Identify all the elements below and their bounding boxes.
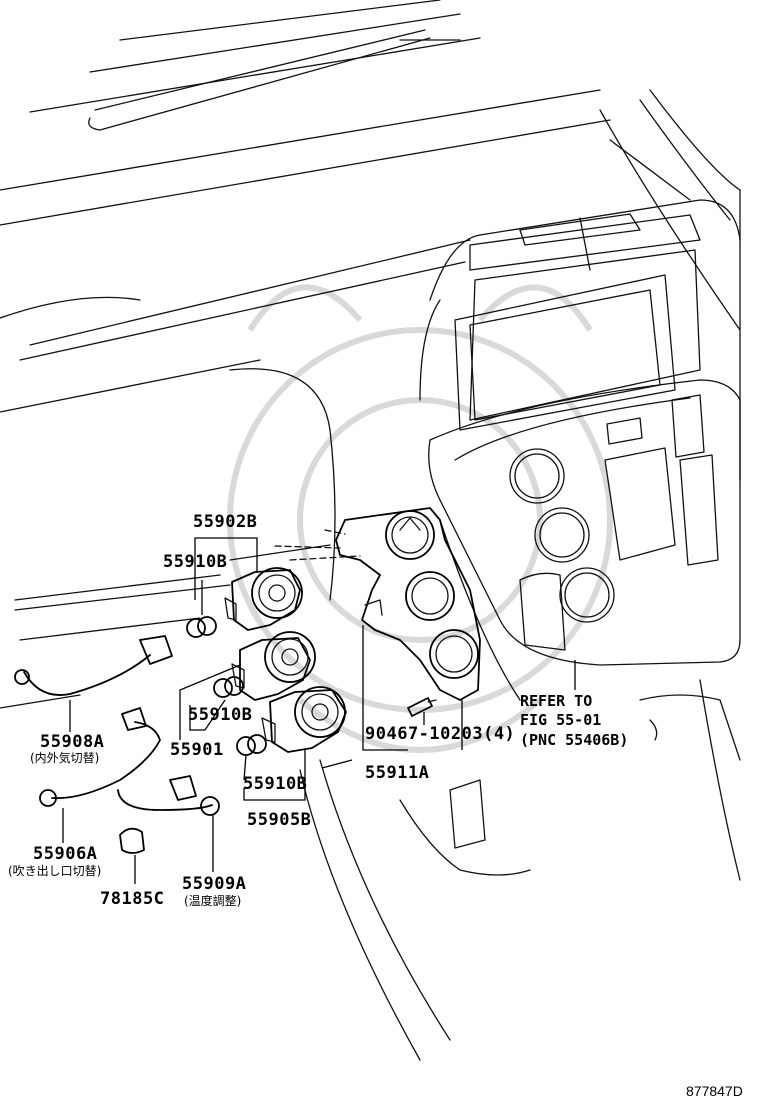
bulb-55910b-1	[186, 616, 217, 638]
label-78185c: 78185C	[100, 889, 165, 909]
knob-module-top	[224, 567, 303, 631]
watermark	[227, 284, 613, 753]
label-55909a-note: (温度調整)	[184, 894, 242, 908]
refer-line-2: FIG 55-01	[520, 711, 602, 729]
guide-lines	[274, 529, 361, 561]
clip-90467	[407, 697, 437, 717]
label-55909a: 55909A	[182, 874, 247, 894]
label-55902b: 55902B	[193, 512, 258, 532]
label-55901: 55901	[170, 740, 224, 760]
cable-55906a	[39, 707, 161, 807]
label-55910b-upper: 55910B	[163, 552, 228, 572]
figure-code: 877847D	[686, 1083, 743, 1099]
label-55906a: 55906A	[33, 844, 98, 864]
control-panel-55911a	[335, 507, 481, 701]
knob-module-bottom	[261, 686, 347, 753]
leader-lines	[62, 537, 576, 884]
bulb-55910b-2	[213, 676, 244, 698]
refer-line-1: REFER TO	[520, 692, 593, 710]
cable-55909a	[117, 775, 220, 816]
bulb-55910b-3	[236, 734, 267, 756]
dashboard-outline	[0, 0, 741, 481]
knob-module-middle	[231, 631, 316, 701]
label-90467: 90467-10203(4)	[365, 724, 516, 744]
label-55910b-middle: 55910B	[188, 705, 253, 725]
label-55905b: 55905B	[247, 810, 312, 830]
door-panel-outline	[0, 368, 451, 1061]
label-55911a: 55911A	[365, 763, 430, 783]
label-55906a-note: (吹き出し口切替)	[8, 864, 102, 878]
label-55908a: 55908A	[40, 732, 105, 752]
cable-55908a	[14, 635, 173, 696]
refer-line-3: (PNC 55406B)	[520, 731, 629, 749]
center-console	[399, 199, 741, 881]
clamp-78185c	[119, 827, 145, 854]
label-55910b-lower: 55910B	[243, 774, 308, 794]
label-55908a-note: (内外気切替)	[30, 751, 100, 765]
